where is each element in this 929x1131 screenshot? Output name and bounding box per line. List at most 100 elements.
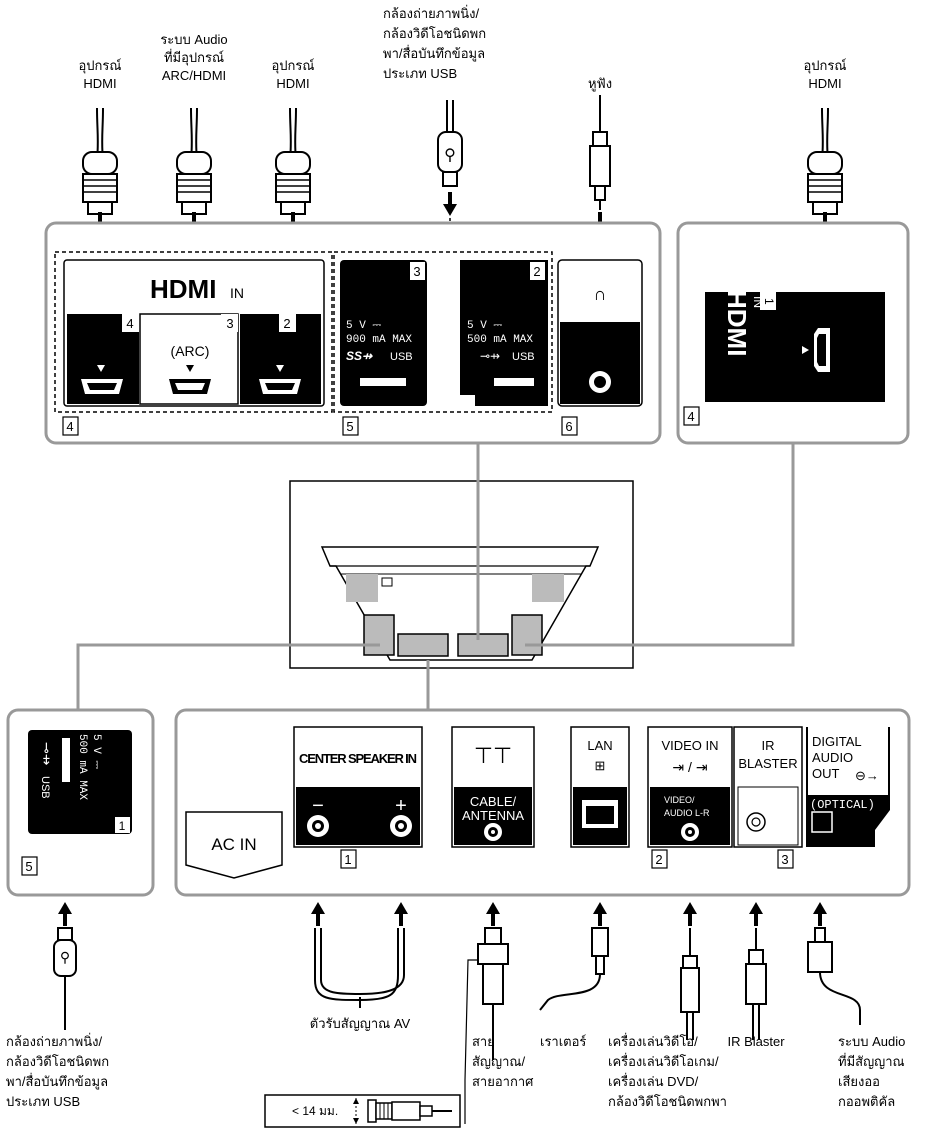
left-usb-panel: 1 5 V ⎓ 500 mA MAX ⊸⇸ USB 5: [6, 708, 155, 897]
svg-text:HDMI: HDMI: [808, 76, 841, 91]
svg-text:อุปกรณ์: อุปกรณ์: [272, 58, 315, 74]
svg-text:พา/สื่อบันทึกข้อมูล: พา/สื่อบันทึกข้อมูล: [6, 1073, 108, 1090]
top-connector-panel: HDMI IN 4 3 (ARC) 2: [44, 221, 662, 445]
output-arrow-icon: ⊖→: [855, 768, 879, 783]
bottom-group-numbers: 1 2 3: [340, 849, 794, 869]
video-input-icon: ⇥ / ⇥: [672, 759, 707, 775]
hdmi-logo: HDMI: [150, 274, 216, 304]
ir-blaster-cable: [745, 900, 767, 1040]
svg-text:1: 1: [762, 298, 776, 305]
svg-text:เสียงออ: เสียงออ: [838, 1074, 880, 1089]
optical-cable: [807, 900, 861, 1025]
speaker-plus-jack[interactable]: [390, 815, 412, 837]
video-cable: [680, 900, 700, 1040]
label-ir-blaster: IR Blaster: [727, 1034, 785, 1049]
hdmi-logo-vertical: HDMI: [722, 290, 752, 356]
usb-port-1[interactable]: 1 5 V ⎓ 500 mA MAX ⊸⇸ USB: [28, 730, 132, 834]
svg-text:⚲: ⚲: [60, 949, 70, 965]
digital-audio-out-port[interactable]: DIGITAL AUDIO OUT ⊖→ (OPTICAL): [806, 727, 890, 847]
label-hdmi-device-2: อุปกรณ์ HDMI: [272, 58, 315, 91]
svg-text:5: 5: [346, 419, 353, 434]
svg-text:USB: USB: [39, 776, 51, 799]
usb-port-3[interactable]: 3 5 V ⎓ 900 mA MAX SS⇸ USB: [340, 260, 427, 406]
headphone-icon: ∩: [594, 284, 607, 304]
svg-text:เครื่องเล่น DVD/: เครื่องเล่น DVD/: [608, 1073, 699, 1089]
svg-text:ที่มีอุปกรณ์: ที่มีอุปกรณ์: [164, 49, 224, 66]
speaker-wires: [309, 900, 410, 1008]
svg-text:3: 3: [413, 264, 420, 279]
svg-text:USB: USB: [512, 351, 535, 363]
tv-rear-view: [289, 480, 634, 669]
svg-text:กล้องถ่ายภาพนิ่ง/: กล้องถ่ายภาพนิ่ง/: [6, 1033, 102, 1049]
svg-text:สัญญาณ/: สัญญาณ/: [472, 1054, 525, 1069]
svg-text:(OPTICAL): (OPTICAL): [810, 798, 875, 812]
headphone-jack[interactable]: ∩: [557, 259, 643, 407]
svg-text:−: −: [312, 795, 324, 817]
svg-text:AC IN: AC IN: [211, 835, 256, 854]
svg-text:อุปกรณ์: อุปกรณ์: [79, 58, 122, 74]
svg-text:CABLE/: CABLE/: [470, 794, 517, 809]
lan-port[interactable]: LAN ⊞: [570, 726, 630, 848]
svg-text:AUDIO: AUDIO: [812, 750, 853, 765]
svg-text:ANTENNA: ANTENNA: [462, 808, 524, 823]
svg-text:2: 2: [655, 852, 662, 867]
svg-text:5 V ⎓: 5 V ⎓: [90, 734, 102, 769]
svg-text:(ARC): (ARC): [171, 343, 210, 359]
ir-blaster-port[interactable]: IR BLASTER: [733, 726, 803, 848]
svg-text:พา/สื่อบันทึกข้อมูล: พา/สื่อบันทึกข้อมูล: [383, 45, 485, 62]
svg-text:IR: IR: [762, 738, 775, 753]
hdmi-cable-arc: [176, 107, 212, 238]
svg-text:6: 6: [565, 419, 572, 434]
svg-text:กล้องวิดีโอชนิดพก: กล้องวิดีโอชนิดพก: [6, 1054, 109, 1069]
svg-text:+: +: [395, 795, 407, 817]
label-usb-device-top: กล้องถ่ายภาพนิ่ง/ กล้องวิดีโอชนิดพก พา/ส…: [383, 5, 486, 81]
svg-text:VIDEO IN: VIDEO IN: [661, 738, 718, 753]
svg-text:3: 3: [781, 852, 788, 867]
ac-in-port[interactable]: AC IN: [185, 811, 283, 879]
svg-text:เครื่องเล่นวิดีโอ/: เครื่องเล่นวิดีโอ/: [608, 1033, 698, 1049]
hdmi-port-1[interactable]: [802, 328, 830, 372]
usb-cable-top: ⚲: [419, 100, 463, 251]
svg-text:< 14 มม.: < 14 มม.: [292, 1104, 338, 1118]
svg-text:5 V ⎓: 5 V ⎓: [467, 320, 502, 332]
svg-text:กล้องวิดีโอชนิดพกพา: กล้องวิดีโอชนิดพกพา: [608, 1094, 727, 1109]
label-hdmi-device-1: อุปกรณ์ HDMI: [79, 58, 122, 91]
top-group-numbers: 4 5 6: [62, 416, 578, 436]
label-arc-audio: ระบบ Audio ที่มีอุปกรณ์ ARC/HDMI: [160, 32, 227, 83]
label-cable: สาย สัญญาณ/ สายอากาศ: [472, 1034, 534, 1089]
hdmi-port-group: HDMI IN 4 3 (ARC) 2: [63, 259, 325, 407]
cable-antenna-port[interactable]: ⊤⊤ CABLE/ ANTENNA: [451, 726, 535, 848]
svg-text:SS⇸: SS⇸: [346, 349, 373, 363]
panel-connection-lines: [76, 443, 795, 710]
svg-text:2: 2: [533, 264, 540, 279]
speaker-minus-jack[interactable]: [307, 815, 329, 837]
svg-text:2: 2: [283, 316, 290, 331]
label-optical-audio: ระบบ Audio ที่มีสัญญาณ เสียงออ กออพติคัล: [838, 1034, 905, 1109]
svg-text:5 V ⎓: 5 V ⎓: [346, 320, 381, 332]
svg-text:4: 4: [687, 409, 694, 424]
bottom-connector-panel: AC IN CENTER SPEAKER IN − + ⊤⊤ CABLE/ AN…: [174, 708, 911, 897]
svg-text:HDMI: HDMI: [276, 76, 309, 91]
svg-text:อุปกรณ์: อุปกรณ์: [804, 58, 847, 74]
svg-text:ประเภท USB: ประเภท USB: [383, 66, 457, 81]
hdmi-cable-right: [807, 107, 843, 238]
usb-port-2[interactable]: 2 5 V ⎓ 500 mA MAX ⊸⇸ USB: [460, 260, 548, 406]
headphone-cable: [589, 95, 611, 238]
connector-size-callout: < 14 มม.: [264, 1094, 461, 1128]
svg-text:DIGITAL: DIGITAL: [812, 734, 862, 749]
hdmi-cable-1: [82, 107, 118, 238]
svg-text:4: 4: [66, 419, 73, 434]
label-av-receiver: ตัวรับสัญญาณ AV: [310, 1016, 411, 1031]
label-video-devices: เครื่องเล่นวิดีโอ/ เครื่องเล่นวิดีโอเกม/…: [608, 1033, 727, 1109]
svg-text:IN: IN: [230, 285, 244, 301]
svg-text:900 mA MAX: 900 mA MAX: [346, 334, 412, 346]
svg-text:AUDIO L-R: AUDIO L-R: [664, 808, 710, 818]
hdmi-cable-2: [275, 107, 311, 238]
right-hdmi-panel: HDMI IN 1 4: [676, 221, 910, 445]
svg-text:กล้องถ่ายภาพนิ่ง/: กล้องถ่ายภาพนิ่ง/: [383, 5, 479, 21]
svg-text:สาย: สาย: [472, 1034, 495, 1049]
video-in-port[interactable]: VIDEO IN ⇥ / ⇥ VIDEO/ AUDIO L-R: [647, 726, 733, 848]
label-usb-device-bottom: กล้องถ่ายภาพนิ่ง/ กล้องวิดีโอชนิดพก พา/ส…: [6, 1033, 109, 1109]
coax-cable: [464, 900, 509, 1124]
